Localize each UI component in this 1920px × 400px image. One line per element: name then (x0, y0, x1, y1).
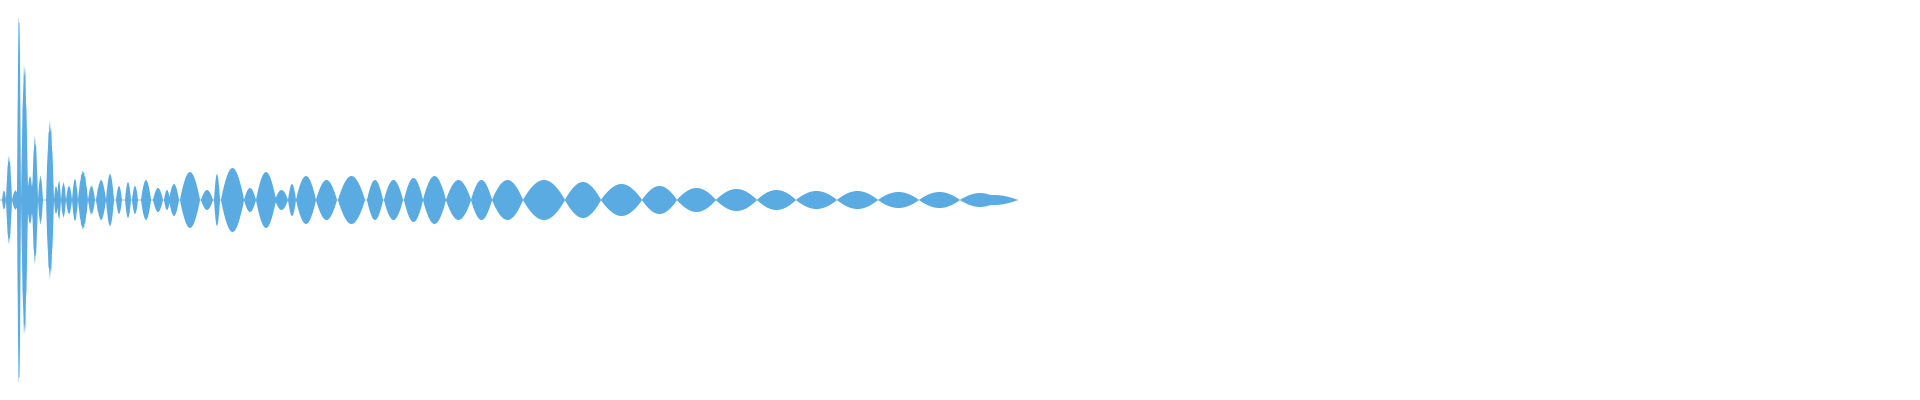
waveform-shape (0, 15, 1018, 385)
